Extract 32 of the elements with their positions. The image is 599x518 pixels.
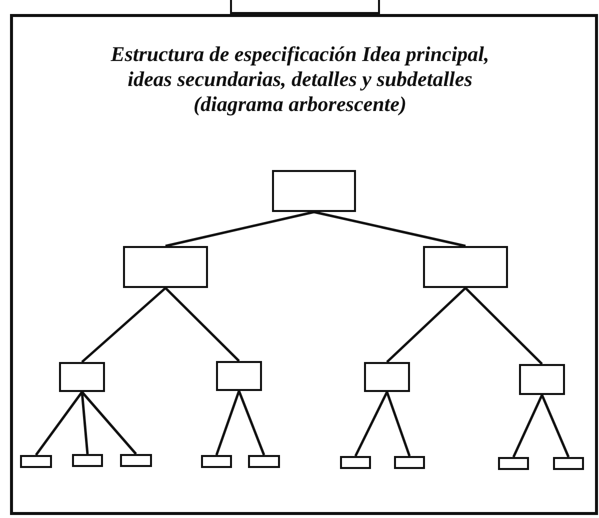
connector-line: [314, 210, 466, 248]
empty-box: [394, 456, 425, 469]
connector-line: [354, 391, 388, 457]
connector-line: [386, 287, 466, 363]
diagram-title: Estructura de especificación Idea principal, ideas secundarias, detalles y subdetalles (diagrama arborescente): [110, 42, 490, 117]
empty-box: [248, 455, 280, 468]
empty-box: [59, 362, 105, 392]
empty-box: [201, 455, 232, 468]
empty-box: [553, 457, 584, 470]
empty-box: [216, 361, 262, 391]
empty-box: [272, 170, 356, 212]
empty-box: [20, 455, 52, 468]
empty-box: [498, 457, 529, 470]
empty-box: [340, 456, 371, 469]
connector-line: [386, 392, 411, 456]
connector-line: [80, 392, 89, 454]
empty-box: [519, 364, 565, 395]
empty-box: [72, 454, 103, 467]
connector-line: [164, 287, 240, 362]
connector-line: [165, 210, 314, 248]
empty-box: [120, 454, 152, 467]
empty-box: [123, 246, 208, 288]
connector-line: [540, 394, 570, 458]
connector-line: [215, 390, 240, 456]
empty-box: [364, 362, 410, 392]
empty-box: [423, 246, 508, 288]
connector-line: [81, 391, 137, 455]
connector-line: [238, 390, 266, 456]
connector-line: [512, 394, 544, 458]
connector-line: [81, 287, 166, 363]
connector-line: [35, 391, 83, 456]
connector-line: [464, 287, 543, 365]
